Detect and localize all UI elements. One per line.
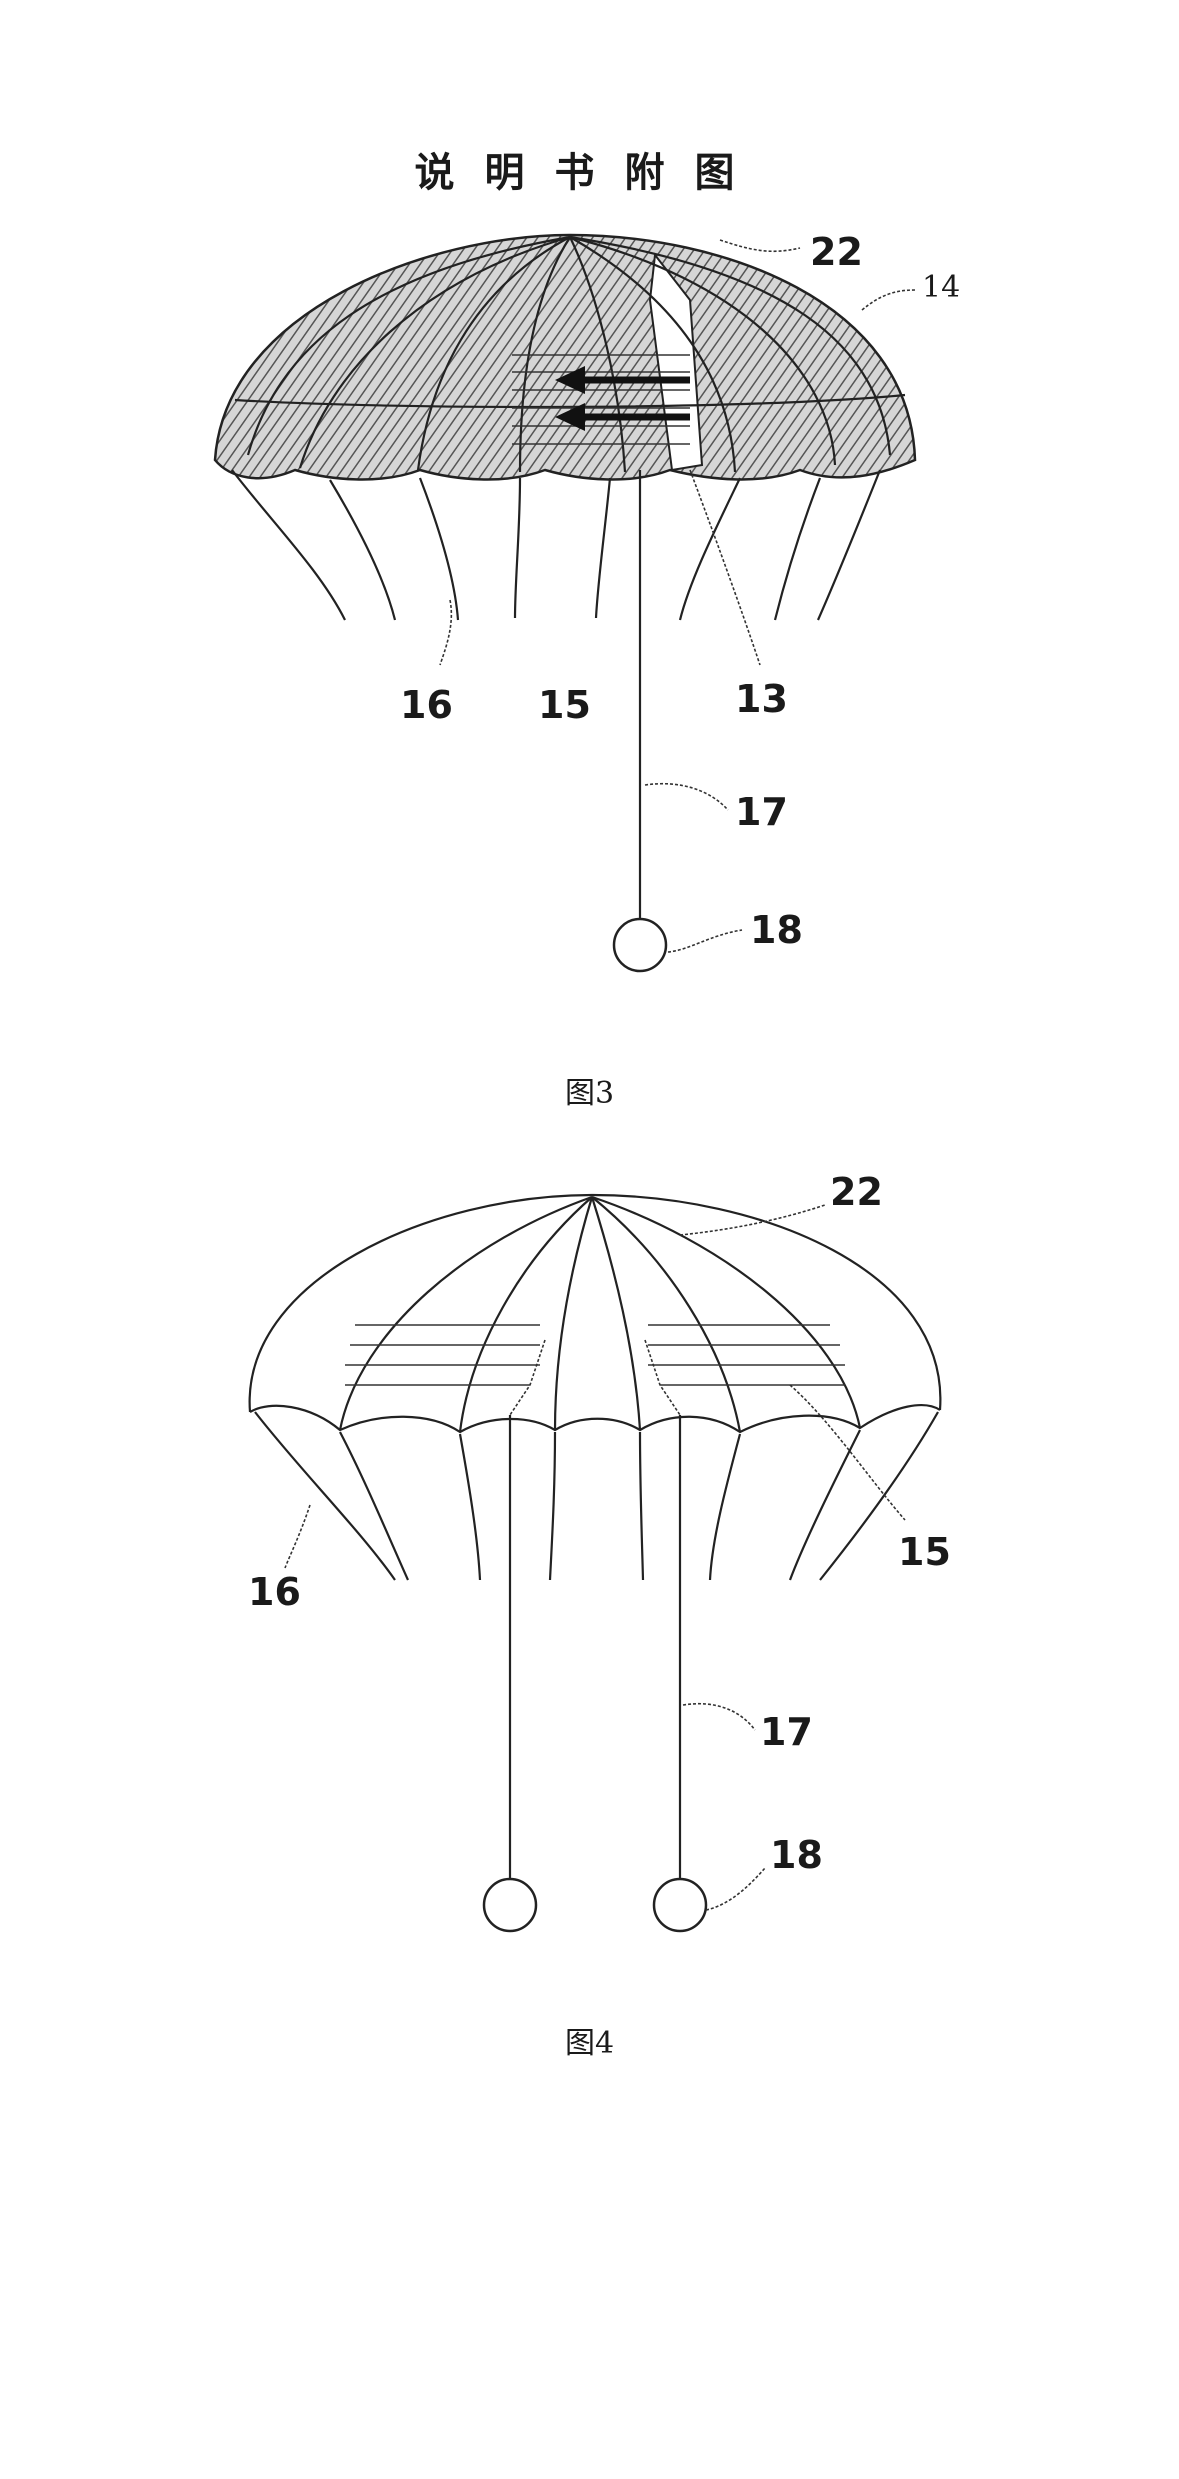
ref-18: 18 — [750, 908, 803, 952]
weight-ball — [612, 917, 668, 973]
ref-13: 13 — [735, 677, 788, 721]
canopy — [213, 233, 917, 481]
page-title: 说明书附图 — [414, 150, 765, 196]
ref-18: 18 — [770, 1833, 823, 1877]
ref-22: 22 — [810, 230, 863, 274]
figure-4-drawing: 22 15 16 17 18 — [248, 1170, 951, 1933]
ref-22: 22 — [830, 1170, 883, 1214]
ref-16: 16 — [248, 1570, 301, 1614]
ref-15: 15 — [898, 1530, 951, 1574]
arrow-left-icon — [555, 366, 690, 431]
figure-4-caption: 图4 — [564, 2026, 615, 2061]
ref-15: 15 — [538, 683, 591, 727]
ref-17: 17 — [735, 790, 788, 834]
canopy-4 — [248, 1193, 942, 1413]
figure-3-drawing: 22 14 16 15 13 17 18 — [213, 230, 960, 973]
figure-3-caption: 图3 — [564, 1076, 615, 1111]
ref-14: 14 — [922, 270, 960, 305]
weight-ball-left — [482, 1877, 538, 1933]
ref-17: 17 — [760, 1710, 813, 1754]
weight-ball-right — [652, 1877, 708, 1933]
ref-16: 16 — [400, 683, 453, 727]
